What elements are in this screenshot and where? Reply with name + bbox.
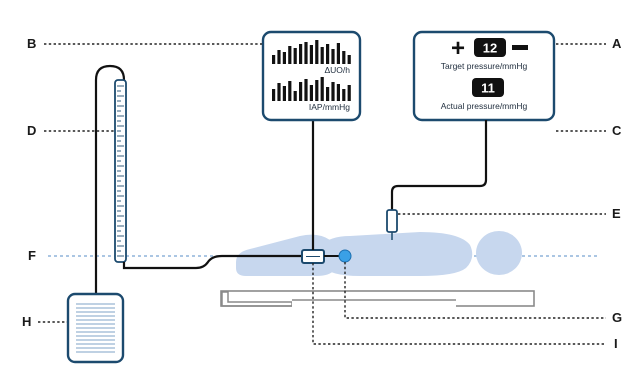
monitor-bar <box>293 48 297 64</box>
abdominal-sensor <box>386 209 398 233</box>
monitor-bar <box>293 91 297 101</box>
monitor-bar <box>326 87 330 101</box>
actual-value: 11 <box>481 81 495 96</box>
monitor-bar <box>342 89 346 101</box>
monitor-bar <box>282 86 286 101</box>
monitor-top-label: ΔUO/h <box>324 65 350 75</box>
callout-b: B <box>27 36 36 51</box>
monitor-box <box>261 30 362 122</box>
bed-frame <box>221 291 293 307</box>
monitor-bar <box>320 77 324 101</box>
monitor-bar <box>326 44 330 64</box>
monitor-bar <box>342 51 346 64</box>
monitor-bar <box>336 43 340 64</box>
monitor-bar <box>336 84 340 101</box>
monitor-bar <box>288 46 292 64</box>
monitor-bottom-label: IAP/mmHg <box>309 102 350 112</box>
patient-torso <box>320 232 473 276</box>
manometer-tube <box>94 64 126 294</box>
monitor-bar <box>277 50 281 64</box>
callout-h: H <box>22 314 31 329</box>
uo-bar-chart <box>272 40 351 64</box>
controller-cable <box>390 120 488 210</box>
monitor-bar <box>309 85 313 101</box>
callout-g: G <box>612 310 622 325</box>
target-pressure-label: Target pressure/mmHg <box>441 61 528 71</box>
target-value: 12 <box>483 41 497 56</box>
actual-pressure-label: Actual pressure/mmHg <box>441 101 528 111</box>
connection-tubing <box>122 254 302 270</box>
callout-c: C <box>612 123 622 138</box>
pressure-controller <box>412 30 556 122</box>
monitor-bar <box>315 40 319 64</box>
monitor-bar <box>309 45 313 64</box>
monitor-bar <box>347 55 351 64</box>
monitor-bar <box>272 55 276 64</box>
actual-value-box <box>472 78 504 97</box>
monitor-bar <box>347 85 351 101</box>
monitor-bar <box>299 44 303 64</box>
monitor-bar <box>304 42 308 64</box>
monitor-bar <box>282 52 286 64</box>
patient-head <box>476 231 522 275</box>
monitor-bar <box>320 47 324 64</box>
callout-lines <box>38 43 606 345</box>
target-value-box <box>474 38 506 57</box>
callout-i: I <box>614 336 618 351</box>
monitor-bar <box>288 81 292 101</box>
decrease-symbol <box>512 45 528 50</box>
monitor-bar <box>315 80 319 101</box>
monitor-bar <box>331 82 335 101</box>
manometer-ticks <box>117 85 124 257</box>
monitor-bar <box>331 49 335 64</box>
callout-f: F <box>28 248 36 263</box>
bladder-sensor <box>338 249 352 263</box>
monitor-bar <box>304 79 308 101</box>
urine-bag-lines <box>76 303 115 353</box>
callout-d: D <box>27 123 36 138</box>
monitor-bar <box>277 83 281 101</box>
iap-bar-chart <box>272 77 351 101</box>
bed-gap <box>292 300 456 308</box>
monitor-bar <box>299 82 303 101</box>
callout-e: E <box>612 206 621 221</box>
callout-a: A <box>612 36 622 51</box>
increase-symbol: + <box>451 35 465 62</box>
monitor-bar <box>272 89 276 101</box>
